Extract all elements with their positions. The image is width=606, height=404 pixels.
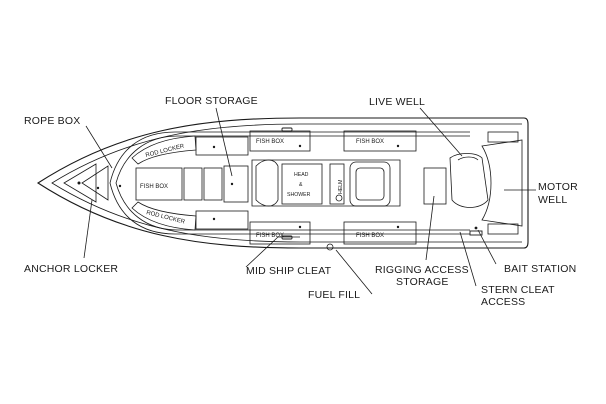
fish-box-top-aft	[343, 130, 417, 152]
fish-box-bow	[135, 167, 183, 201]
mid-ship-cleat-label: MID SHIP CLEAT	[246, 265, 332, 277]
fish-box-top-fwd-label: FISH BOX	[256, 139, 284, 145]
console-outline	[251, 159, 401, 207]
head-label-1: HEAD	[294, 172, 309, 178]
rope-box-label: ROPE BOX	[24, 115, 80, 127]
rigging-access-label-line2: STORAGE	[396, 276, 449, 288]
fish-box-bow-label: FISH BOX	[140, 184, 168, 190]
rigging-access-label-line1: RIGGING ACCESS	[375, 264, 469, 276]
floor-storage-hatch-1	[183, 167, 203, 201]
fish-box-bottom-aft-label: FISH BOX	[356, 233, 384, 239]
anchor-locker-compartment	[63, 163, 97, 203]
anchor-locker-label: ANCHOR LOCKER	[24, 263, 118, 275]
bait-station-label: BAIT STATION	[504, 263, 576, 275]
floor-storage-label: FLOOR STORAGE	[165, 95, 258, 107]
gunwale-inner	[51, 123, 522, 243]
stern-cleat-label-line2: ACCESS	[481, 296, 525, 308]
stern-cleat-label-line1: STERN CLEAT	[481, 284, 555, 296]
motor-well	[481, 139, 523, 227]
fish-box-top-aft-label: FISH BOX	[356, 139, 384, 145]
helm-label: HELM	[338, 180, 344, 194]
rod-locker-top	[131, 135, 197, 165]
motor-well-label-line2: WELL	[538, 194, 567, 206]
cockpit-edge	[109, 131, 470, 235]
fish-box-bottom-aft	[343, 221, 417, 245]
head-label-2: &	[299, 182, 303, 188]
head-and-shower	[281, 163, 323, 205]
fuel-fill-label: FUEL FILL	[308, 289, 360, 301]
fish-box-bottom-fwd	[249, 221, 311, 245]
fish-box-bottom-fwd-label: FISH BOX	[256, 233, 284, 239]
rod-locker-bottom	[131, 201, 197, 231]
rigging-access-storage	[423, 167, 447, 205]
live-well-label: LIVE WELL	[369, 96, 425, 108]
live-well	[449, 153, 489, 208]
fuel-fill-cap	[326, 243, 334, 251]
mid-ship-cleat-top	[281, 127, 293, 132]
rope-box-compartment	[81, 165, 109, 201]
fish-box-top-fwd	[249, 130, 311, 152]
motor-well-label-line1: MOTOR	[538, 181, 578, 193]
helm-seat	[349, 161, 391, 207]
floor-storage-hatch-2	[203, 167, 223, 201]
floor-storage-hatch-3	[223, 165, 249, 203]
stern-cleat-access	[469, 230, 483, 236]
head-label-3: SHOWER	[287, 192, 311, 198]
hull-outline	[36, 117, 529, 249]
